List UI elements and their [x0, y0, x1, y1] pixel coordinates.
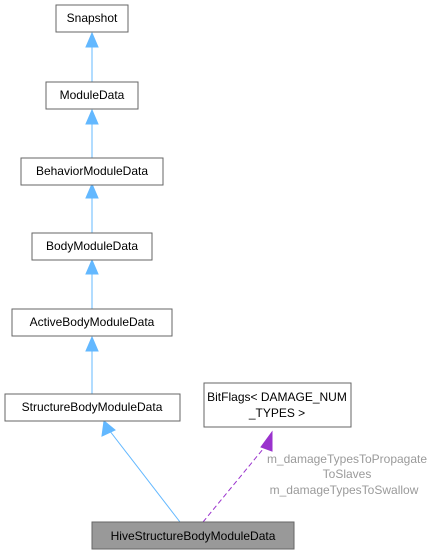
node-module-data-label: ModuleData	[60, 88, 125, 102]
node-behavior-module-data[interactable]: BehaviorModuleData	[20, 157, 164, 186]
edge-structure-to-active	[85, 335, 99, 394]
node-hive-structure-body-module-data-label: HiveStructureBodyModuleData	[111, 529, 276, 543]
edge-hive-uses-bitflags	[202, 430, 273, 523]
node-structure-body-module-data[interactable]: StructureBodyModuleData	[4, 393, 181, 422]
node-bitflags-label-line1: BitFlags< DAMAGE_NUM	[207, 390, 347, 404]
node-snapshot-label: Snapshot	[67, 11, 118, 25]
edge-body-to-behavior	[85, 182, 99, 233]
node-hive-structure-body-module-data[interactable]: HiveStructureBodyModuleData	[91, 521, 295, 550]
edge-behavior-to-module	[85, 108, 99, 158]
edge-module-to-snapshot	[85, 31, 99, 82]
edge-hive-to-structure	[101, 420, 181, 523]
node-body-module-data-label: BodyModuleData	[46, 239, 138, 253]
edge-label-line2: ToSlaves	[323, 467, 372, 481]
node-active-body-module-data-label: ActiveBodyModuleData	[30, 315, 155, 329]
node-bitflags[interactable]: BitFlags< DAMAGE_NUM _TYPES >	[203, 382, 352, 428]
node-bitflags-label-line2: _TYPES >	[248, 406, 305, 420]
node-module-data[interactable]: ModuleData	[45, 81, 139, 110]
edge-label-line1: m_damageTypesToPropagate	[267, 452, 427, 466]
edge-active-to-body	[85, 258, 99, 309]
node-snapshot[interactable]: Snapshot	[55, 4, 129, 33]
node-body-module-data[interactable]: BodyModuleData	[31, 232, 153, 261]
node-active-body-module-data[interactable]: ActiveBodyModuleData	[11, 308, 173, 337]
node-behavior-module-data-label: BehaviorModuleData	[36, 164, 148, 178]
edge-label-line3: m_damageTypesToSwallow	[270, 483, 419, 497]
node-structure-body-module-data-label: StructureBodyModuleData	[22, 400, 163, 414]
